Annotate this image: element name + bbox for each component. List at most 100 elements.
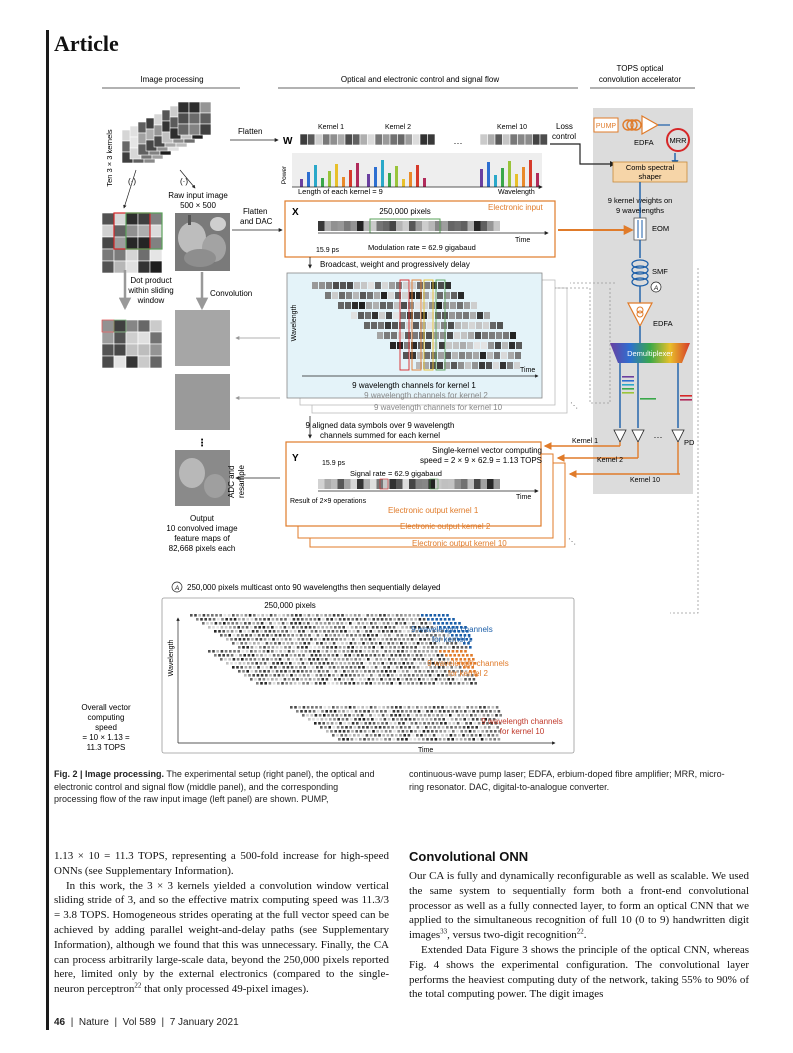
output-cell <box>137 355 151 369</box>
wave-cell <box>483 322 489 329</box>
multicast-dot <box>464 738 467 741</box>
x-pixels-label: 250,000 pixels <box>379 207 431 216</box>
input-cell <box>101 248 115 262</box>
multicast-dot <box>353 642 357 645</box>
multicast-dot <box>455 626 459 629</box>
multicast-dot <box>335 662 338 665</box>
multicast-dot <box>438 658 441 661</box>
multicast-dot <box>266 658 269 661</box>
multicast-dot <box>436 654 440 657</box>
loss-control-1: Loss <box>556 122 573 131</box>
multicast-dot <box>310 714 313 717</box>
channel-line <box>622 376 634 378</box>
x-electronic-input: Electronic input <box>488 203 543 212</box>
multicast-dot <box>473 662 477 665</box>
multicast-dot <box>250 670 254 673</box>
multicast-dot <box>467 658 471 661</box>
multicast-dot <box>332 734 335 737</box>
output-cell <box>125 331 139 345</box>
channel-line <box>622 388 634 390</box>
multicast-dot <box>350 738 354 741</box>
multicast-dot <box>273 674 276 677</box>
wave-cell <box>508 352 514 359</box>
multicast-dot <box>372 730 375 733</box>
multicast-dot <box>362 658 366 661</box>
multicast-dot <box>321 626 324 629</box>
multicast-dot <box>280 618 283 621</box>
multicast-dot <box>333 718 336 721</box>
y-single-1: Single-kernel vector computing <box>432 446 542 455</box>
multicast-dot <box>377 630 381 633</box>
body-right-p2: Extended Data Figure 3 shows the princip… <box>409 943 749 1001</box>
multicast-dot <box>492 726 495 729</box>
multicast-dot <box>390 630 393 633</box>
weight-cell <box>359 133 368 146</box>
multicast-dot <box>421 666 424 669</box>
multicast-dot <box>463 634 467 637</box>
wave-cell <box>410 352 416 359</box>
multicast-dot <box>391 622 394 625</box>
multicast-dot <box>373 638 376 641</box>
multicast-dot <box>366 666 369 669</box>
multicast-dot <box>325 634 328 637</box>
multicast-dot <box>396 738 400 741</box>
multicast-dot <box>445 674 449 677</box>
multicast-dot <box>317 646 321 649</box>
multicast-dot <box>289 654 293 657</box>
multicast-dot <box>446 726 449 729</box>
multicast-dot <box>366 642 369 645</box>
multicast-dot <box>254 646 258 649</box>
multicast-dot <box>426 650 429 653</box>
multicast-dot <box>302 674 306 677</box>
weight-cell <box>419 133 428 146</box>
multicast-dot <box>334 626 337 629</box>
overall-3: speed <box>95 723 117 732</box>
multicast-dot <box>319 674 323 677</box>
wave-cell <box>340 282 346 289</box>
multicast-dot <box>326 670 329 673</box>
multicast-dot <box>236 642 239 645</box>
multicast-dot <box>336 674 339 677</box>
multicast-dot <box>385 670 388 673</box>
multicast-dot <box>437 666 441 669</box>
wave-cell <box>390 342 396 349</box>
spectrum-bar <box>367 174 370 187</box>
multicast-dot <box>366 718 370 721</box>
multicast-dot <box>497 710 501 713</box>
multicast-dot <box>437 642 441 645</box>
wave-cell <box>415 302 421 309</box>
multicast-dot <box>323 630 326 633</box>
w-kernel10: Kernel 10 <box>497 124 527 131</box>
multicast-dot <box>345 666 348 669</box>
multicast-dot <box>427 670 430 673</box>
panel-title-right-1: TOPS optical <box>617 64 664 73</box>
pixel-cell <box>428 221 435 231</box>
wave-cell <box>494 352 500 359</box>
pixel-cell <box>454 221 461 231</box>
multicast-dot <box>329 634 332 637</box>
multicast-dot <box>263 646 266 649</box>
multicast-dot <box>358 658 362 661</box>
wave-cell <box>445 282 451 289</box>
multicast-dot <box>243 654 246 657</box>
bottom-title: 250,000 pixels multicast onto 90 wavelen… <box>187 583 441 592</box>
multicast-dot <box>462 706 465 709</box>
output-cell <box>337 479 344 489</box>
y-out10: Electronic output kernel 10 <box>412 539 507 548</box>
kernel-cell <box>199 101 212 114</box>
channel-line <box>680 395 692 397</box>
multicast-dot <box>493 710 496 713</box>
output-cell <box>318 479 325 489</box>
multicast-dot <box>235 622 239 625</box>
multicast-dot <box>313 646 317 649</box>
multicast-dot <box>413 710 417 713</box>
multicast-dot <box>278 658 282 661</box>
multicast-dot <box>428 682 431 685</box>
multicast-dot <box>370 674 373 677</box>
wave-cell <box>501 352 507 359</box>
multicast-dot <box>424 630 427 633</box>
multicast-dot <box>257 614 260 617</box>
multicast-dot <box>433 666 437 669</box>
multicast-dot <box>469 662 473 665</box>
multicast-dot <box>380 738 383 741</box>
